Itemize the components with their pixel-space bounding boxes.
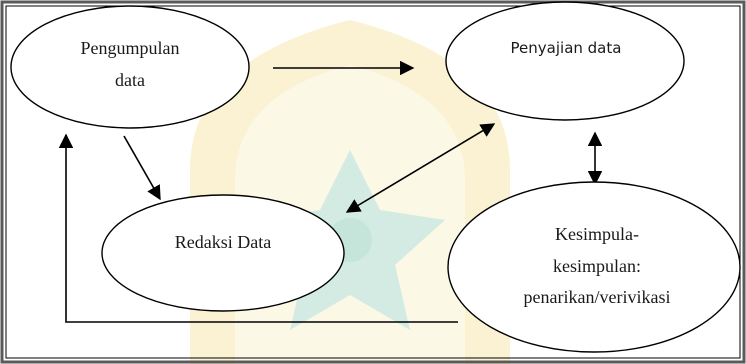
node-pengumpulan-label-line1: Pengumpulan [81,38,180,58]
node-pengumpulan-data [10,5,250,129]
node-redaksi-label: Redaksi Data [175,232,271,252]
node-kesimpulan-label-line2: kesimpulan: [553,256,641,276]
arrow-redaksi-penyajian-bidirectional [345,123,496,213]
node-penyajian-data [445,1,685,121]
node-redaksi-data [101,194,345,312]
arrow-kesimpulan-to-pengumpulan [58,133,458,323]
node-pengumpulan-label-line2: data [115,70,145,90]
node-kesimpulan-label-line1: Kesimpula- [555,224,639,244]
arrow-pengumpulan-to-redaksi [123,135,161,201]
node-kesimpulan [447,181,741,353]
node-penyajian-label: Penyajian data [511,39,622,57]
node-kesimpulan-label-line3: penarikan/verivikasi [524,287,671,307]
